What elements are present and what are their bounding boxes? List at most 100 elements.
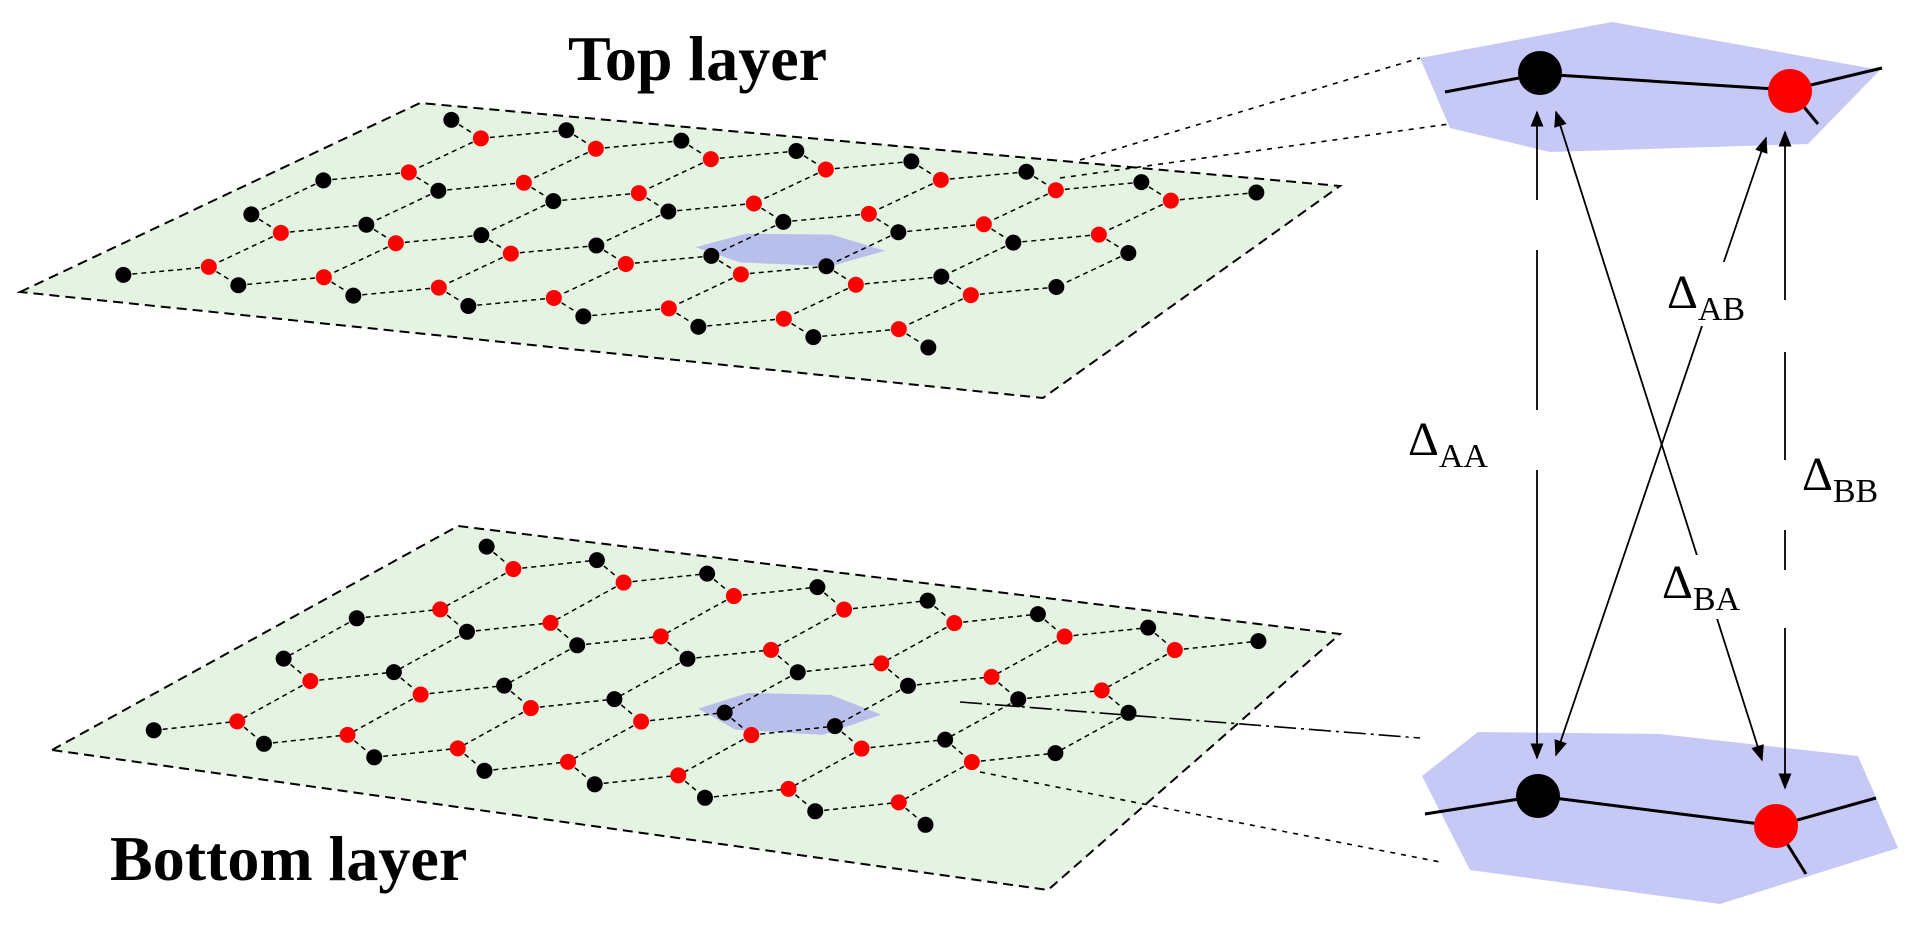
lattice-site-a: [358, 216, 375, 233]
lattice-bond: [347, 693, 421, 736]
lattice-site-b: [302, 673, 319, 690]
lattice-site-b: [515, 174, 532, 191]
lattice-bond: [711, 221, 784, 257]
lattice-site-b: [400, 164, 417, 181]
lattice-site-a: [1248, 184, 1265, 201]
lattice-site-b: [775, 310, 792, 327]
lattice-site-a: [826, 718, 843, 735]
lattice-site-b: [975, 216, 992, 233]
lattice-bond: [868, 179, 942, 215]
lattice-site-a: [575, 308, 592, 325]
top-layer-label: Top layer: [568, 23, 827, 94]
lattice-site-a: [703, 247, 720, 264]
lattice-site-a: [430, 182, 447, 199]
lattice-site-b: [542, 614, 559, 631]
lattice-site-a: [478, 538, 495, 555]
lattice-site-b: [890, 794, 907, 811]
lattice-site-a: [917, 816, 934, 833]
coupling-arrows: [1530, 110, 1792, 790]
lattice-site-b: [339, 726, 356, 743]
lattice-bond: [826, 231, 899, 267]
lattice-site-a: [315, 172, 332, 189]
lattice-site-a: [588, 237, 605, 254]
lattice-site-a: [809, 579, 826, 596]
lattice-site-a: [807, 803, 824, 820]
lattice-site-b: [505, 561, 522, 578]
lattice-site-b: [1090, 226, 1107, 243]
lattice-site-a: [458, 623, 475, 640]
lattice-bond: [1098, 199, 1172, 236]
lattice-bond: [1056, 252, 1129, 288]
lattice-site-a: [679, 650, 696, 667]
lattice-site-b: [1162, 192, 1179, 209]
lattice-site-a: [937, 731, 954, 748]
lattice-site-a: [473, 227, 490, 244]
lattice-site-a: [1048, 279, 1065, 296]
lattice-site-b: [200, 258, 217, 275]
lattice-site-a: [775, 213, 792, 230]
delta-aa-label: ΔAA: [1408, 413, 1488, 475]
projection-lines: [959, 57, 1479, 863]
lattice-site-a: [890, 224, 907, 241]
bottom-unit-cell-enlarged: [1422, 732, 1898, 904]
lattice-site-a: [443, 111, 460, 128]
lattice-site-a: [899, 677, 916, 694]
lattice-site-a: [115, 266, 132, 283]
lattice-bond: [439, 568, 514, 611]
lattice-site-b: [983, 668, 1000, 685]
lattice-site-b: [1166, 642, 1183, 659]
lattice-site-b: [962, 287, 979, 304]
lattice-bond: [941, 241, 1014, 278]
lattice-site-b: [630, 185, 647, 202]
lattice-site-a: [788, 143, 805, 160]
lattice-site-b: [745, 195, 762, 212]
lattice-site-a: [348, 610, 365, 627]
bottom-site-a: [1516, 774, 1560, 818]
lattice-site-b: [860, 205, 877, 222]
lattice-site-a: [145, 722, 162, 739]
lattice-site-a: [690, 318, 707, 335]
lattice-site-b: [732, 266, 749, 283]
lattice-site-b: [560, 753, 577, 770]
lattice-site-a: [586, 776, 603, 793]
lattice-bond: [660, 595, 735, 638]
lattice-bond: [567, 720, 642, 763]
lattice-site-a: [1010, 691, 1027, 708]
lattice-bond: [283, 617, 358, 660]
lattice-bond: [677, 734, 752, 777]
lattice-bond: [668, 273, 742, 310]
lattice-site-b: [963, 754, 980, 771]
lattice-site-b: [660, 300, 677, 317]
coupling-labels: ΔAB ΔAA ΔBB ΔBA: [1408, 262, 1878, 619]
lattice-site-a: [496, 677, 513, 694]
lattice-bond: [481, 200, 554, 236]
lattice-site-a: [660, 203, 677, 220]
lattice-bond: [408, 137, 482, 174]
lattice-site-a: [558, 122, 575, 139]
lattice-bond: [438, 252, 512, 289]
lattice-site-b: [633, 713, 650, 730]
top-site-a: [1518, 51, 1562, 95]
lattice-bond: [724, 671, 799, 714]
lattice-bond: [614, 658, 688, 700]
lattice-site-b: [1093, 682, 1110, 699]
lattice-bond: [236, 680, 311, 723]
lattice-bond: [834, 685, 909, 727]
lattice-bond: [880, 622, 955, 665]
lattice-bond: [1055, 712, 1129, 754]
lattice-site-b: [652, 628, 669, 645]
lattice-site-b: [1047, 182, 1064, 199]
bottom-site-b: [1754, 804, 1798, 848]
lattice-site-a: [789, 664, 806, 681]
arrow-ab: [1554, 136, 1768, 757]
lattice-bond: [393, 631, 468, 673]
lattice-site-a: [1140, 619, 1157, 636]
lattice-bond: [208, 232, 282, 268]
lattice-bond: [457, 707, 532, 750]
lattice-site-b: [743, 727, 760, 744]
lattice-site-a: [699, 565, 716, 582]
highlighted-unit-cell: [695, 233, 886, 267]
lattice-site-b: [617, 255, 634, 272]
lattice-site-b: [432, 601, 449, 618]
